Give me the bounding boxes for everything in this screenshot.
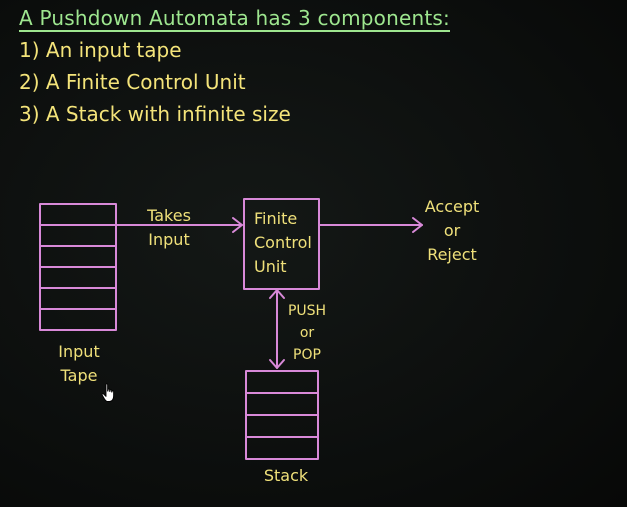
input-tape bbox=[39, 203, 117, 331]
stack-box bbox=[245, 370, 319, 460]
point-finite-control-unit: 2) A Finite Control Unit bbox=[19, 70, 246, 94]
slide-heading: A Pushdown Automata has 3 components: bbox=[19, 6, 450, 32]
result-arrow bbox=[318, 217, 423, 233]
fcu-label-line2: Control bbox=[254, 233, 312, 252]
accept-reject-label: Accept or Reject bbox=[424, 195, 480, 267]
stack-op-label-line1: PUSH bbox=[287, 303, 327, 319]
takes-input-label-line2: Input bbox=[148, 230, 190, 249]
stack-op-label-line3: POP bbox=[293, 347, 321, 363]
input-tape-label-line1: Input bbox=[58, 342, 100, 361]
takes-input-label-line1: Takes bbox=[147, 206, 191, 225]
fcu-label-line3: Unit bbox=[254, 257, 287, 276]
finite-control-unit-label: Finite Control Unit bbox=[254, 207, 312, 279]
result-label-line3: Reject bbox=[427, 245, 477, 264]
input-tape-label-line2: Tape bbox=[60, 366, 98, 385]
takes-input-label: Takes Input bbox=[146, 204, 192, 252]
point-stack: 3) A Stack with infinite size bbox=[19, 102, 291, 126]
input-tape-label: Input Tape bbox=[57, 340, 101, 388]
push-pop-arrow bbox=[269, 289, 285, 369]
stack-op-label-line2: or bbox=[299, 325, 315, 341]
point-input-tape: 1) An input tape bbox=[19, 38, 182, 62]
takes-input-arrow bbox=[115, 217, 243, 233]
finite-control-unit-box bbox=[243, 198, 320, 290]
push-pop-label: PUSH or POP bbox=[284, 300, 330, 366]
stack-label: Stack bbox=[263, 466, 309, 485]
result-label-line1: Accept bbox=[424, 197, 480, 216]
hand-cursor-icon bbox=[101, 383, 115, 402]
result-label-line2: or bbox=[443, 221, 461, 240]
fcu-label-line1: Finite bbox=[254, 209, 298, 228]
